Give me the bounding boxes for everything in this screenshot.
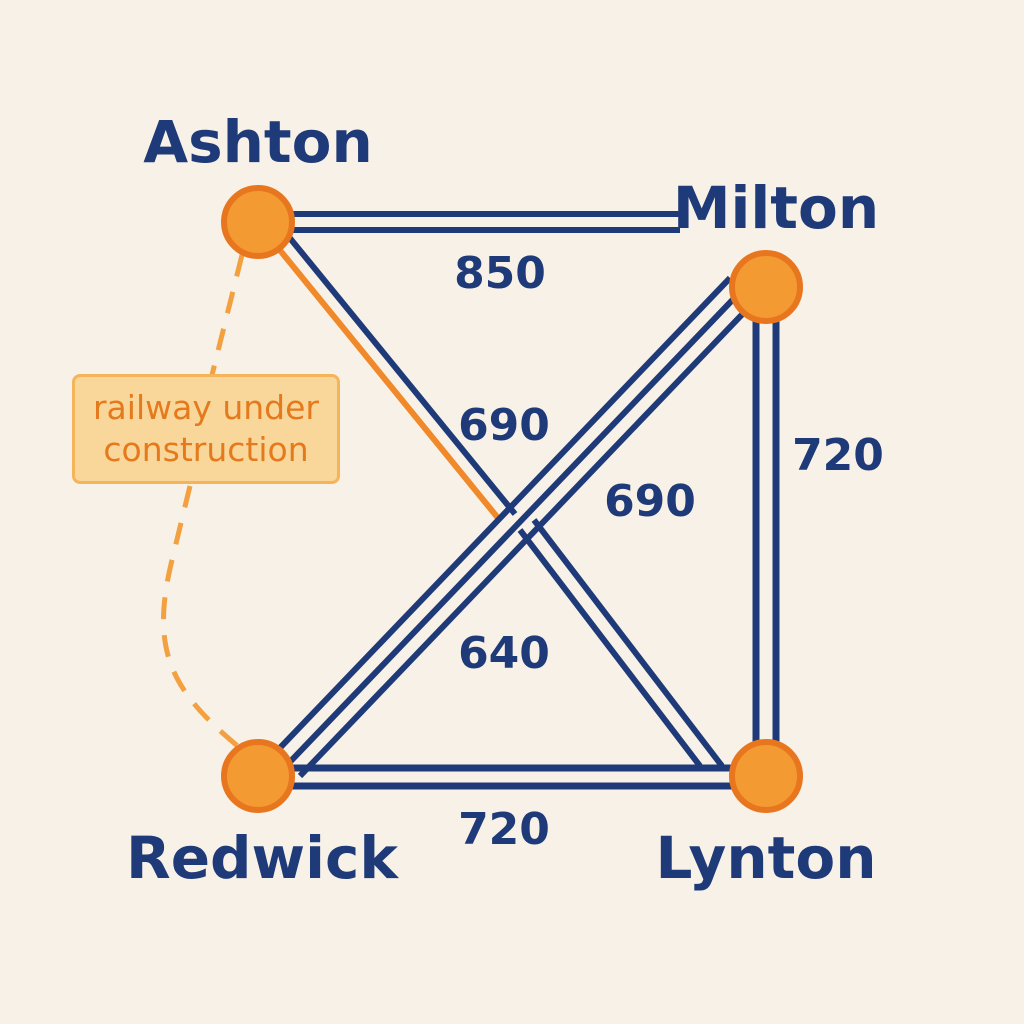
rail-redwick-lynton [290, 764, 736, 790]
distance-ashton-milton: 850 [454, 248, 546, 299]
distance-redwick-lynton: 720 [458, 804, 550, 855]
station-node-milton[interactable] [729, 250, 803, 324]
construction-note: railway under construction [72, 374, 340, 484]
distance-center: 640 [458, 628, 550, 679]
distance-milton-redwick: 690 [604, 476, 696, 527]
station-node-ashton[interactable] [221, 185, 295, 259]
construction-note-line2: construction [103, 430, 309, 469]
rail-milton-lynton [752, 318, 780, 748]
construction-note-line1: railway under [92, 388, 319, 427]
distance-ashton-lynton: 690 [458, 400, 550, 451]
city-label-milton: Milton [673, 174, 879, 242]
city-label-lynton: Lynton [656, 824, 877, 892]
construction-route [161, 254, 245, 750]
city-label-ashton: Ashton [143, 108, 373, 176]
station-node-redwick[interactable] [221, 739, 295, 813]
rail-ashton-lynton [267, 224, 725, 768]
distance-milton-lynton: 720 [792, 430, 884, 481]
rail-ashton-milton [258, 211, 680, 233]
station-node-lynton[interactable] [729, 739, 803, 813]
rail-milton-redwick [273, 275, 757, 779]
city-label-redwick: Redwick [126, 824, 399, 892]
